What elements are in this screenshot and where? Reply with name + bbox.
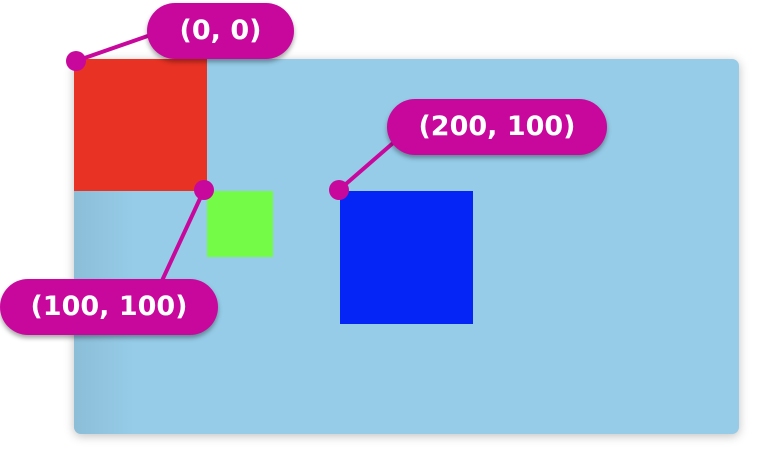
green-square (207, 191, 273, 257)
red-square (74, 59, 207, 191)
origin-callout: (0, 0) (147, 3, 294, 59)
point-200-100-callout: (200, 100) (387, 99, 607, 155)
blue-square (340, 191, 473, 324)
point-100-100-callout: (100, 100) (0, 279, 218, 335)
